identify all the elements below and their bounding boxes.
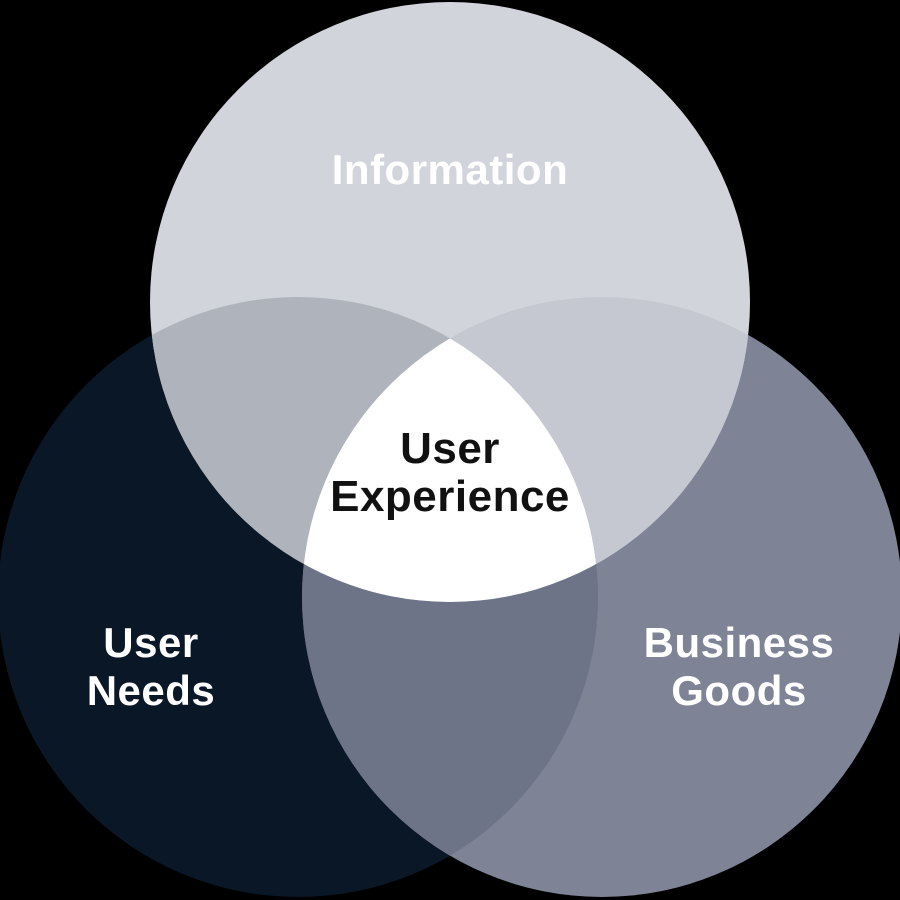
label-user-experience-line1: User (400, 424, 500, 473)
label-information: Information (332, 146, 568, 193)
label-user-needs-line2: Needs (87, 667, 216, 714)
label-user-experience-line2: Experience (330, 472, 570, 521)
label-user-needs-line1: User (103, 619, 198, 666)
overlap-center-user-experience (302, 297, 598, 602)
label-business-goods-line1: Business (644, 619, 835, 666)
label-business-goods-line2: Goods (671, 667, 807, 714)
